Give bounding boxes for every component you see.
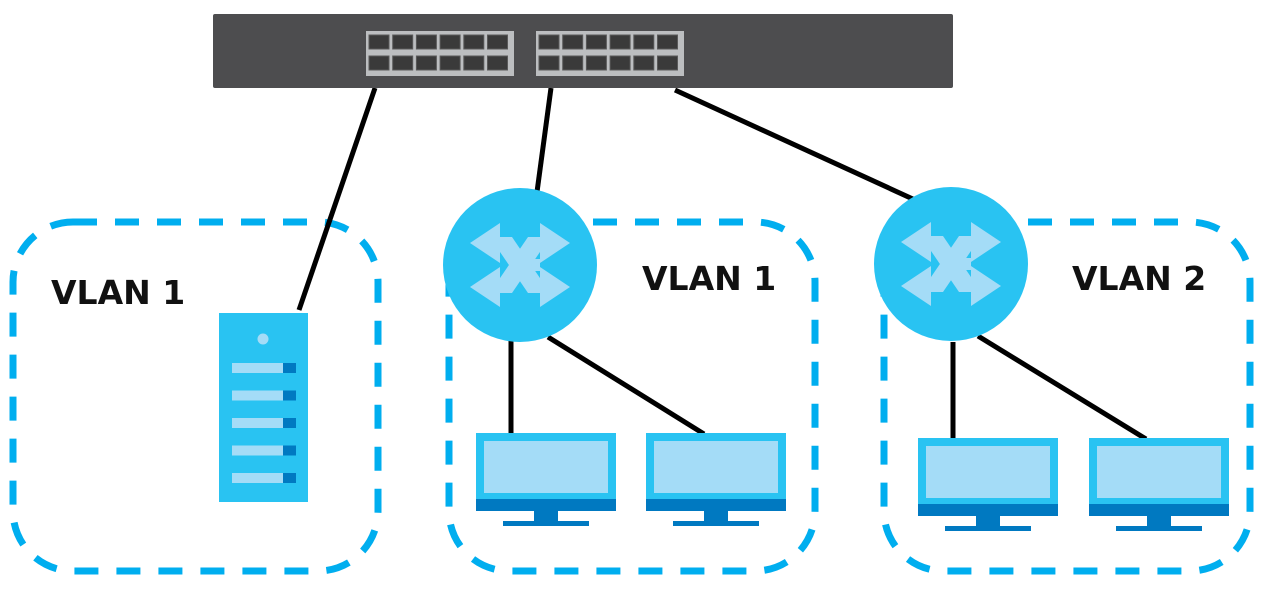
monitor-neck [704, 511, 728, 521]
port-icon [463, 55, 485, 71]
arrow-head-right-bottom [528, 267, 570, 307]
port-icon [657, 55, 678, 71]
monitor-base [1116, 526, 1202, 531]
port-icon [585, 34, 607, 50]
arrow-head-right-bottom [959, 266, 1001, 306]
vlan-label-2: VLAN 1 [642, 259, 776, 298]
port-icon [415, 34, 437, 50]
monitor-neck [1147, 516, 1171, 526]
monitor-bezel [476, 499, 616, 511]
monitor-bezel [646, 499, 786, 511]
monitor-neck [534, 511, 558, 521]
port-icon [463, 34, 485, 50]
port-icon [392, 34, 414, 50]
monitor-screen [926, 446, 1050, 498]
server-slot [232, 390, 283, 401]
switch-icon-vlan-2 [874, 187, 1028, 341]
monitor-base [945, 526, 1031, 531]
stem [929, 280, 943, 292]
arrow-head-left-top [470, 223, 512, 263]
port-icon [538, 55, 560, 71]
crossed-arrows-icon [470, 223, 570, 307]
link-core-to-server [296, 87, 378, 311]
port-icon [609, 55, 631, 71]
port-icon [657, 34, 678, 50]
computer-icon-2 [646, 433, 786, 526]
server-slot [232, 445, 283, 456]
stem [528, 281, 542, 293]
port-icon [487, 34, 508, 50]
switch-icon-vlan-1 [443, 188, 597, 342]
server-slot [232, 363, 283, 373]
computer-icon-4 [1089, 438, 1229, 531]
arrow-head-left-bottom [901, 266, 943, 306]
vlan-label-3: VLAN 2 [1072, 259, 1206, 298]
monitor-bezel [918, 504, 1058, 516]
port-group-1 [366, 31, 514, 76]
monitor-neck [976, 516, 1000, 526]
server-icon [219, 313, 308, 502]
port-icon [439, 55, 461, 71]
port-icon [633, 34, 655, 50]
monitor-screen [484, 441, 608, 493]
crossed-arrows-icon [901, 222, 1001, 306]
link-switch-1-to-pc-2 [546, 334, 706, 437]
vlan-label-1: VLAN 1 [51, 273, 185, 312]
server-slot [232, 418, 283, 428]
port-icon [392, 55, 414, 71]
server-led [283, 473, 296, 483]
port-icon [415, 55, 437, 71]
monitor-base [503, 521, 589, 526]
arrow-head-right-top [959, 222, 1001, 262]
links [296, 87, 1148, 442]
server-led [283, 445, 296, 456]
port-icon [562, 55, 584, 71]
port-icon [368, 55, 390, 71]
port-group-2 [536, 31, 684, 76]
server-led [283, 390, 296, 401]
stem [528, 237, 542, 249]
port-icon [562, 34, 584, 50]
server-led [283, 418, 296, 428]
cross-band-2 [498, 237, 542, 293]
stem [498, 237, 512, 249]
computer-icon-3 [918, 438, 1058, 531]
port-icon [609, 34, 631, 50]
vlan-box-1 [9, 218, 382, 575]
port-icon [633, 55, 655, 71]
cross-band-2 [929, 236, 973, 292]
stem [498, 281, 512, 293]
link-switch-2-to-pc-4 [976, 333, 1148, 442]
monitor-screen [1097, 446, 1221, 498]
port-icon [439, 34, 461, 50]
port-icon [585, 55, 607, 71]
port-icon [487, 55, 508, 71]
stem [929, 236, 943, 248]
monitor-screen [654, 441, 778, 493]
arrow-head-right-top [528, 223, 570, 263]
server-slot [232, 473, 283, 483]
port-icon [368, 34, 390, 50]
monitor-bezel [1089, 504, 1229, 516]
arrow-head-left-bottom [470, 267, 512, 307]
server-led [283, 363, 296, 373]
stem [959, 236, 973, 248]
computer-icon-1 [476, 433, 616, 526]
monitor-base [673, 521, 759, 526]
core-switch [213, 14, 953, 88]
link-core-to-switch-2 [673, 87, 917, 203]
stem [959, 280, 973, 292]
arrow-head-left-top [901, 222, 943, 262]
link-core-to-switch-1 [534, 87, 554, 193]
port-icon [538, 34, 560, 50]
